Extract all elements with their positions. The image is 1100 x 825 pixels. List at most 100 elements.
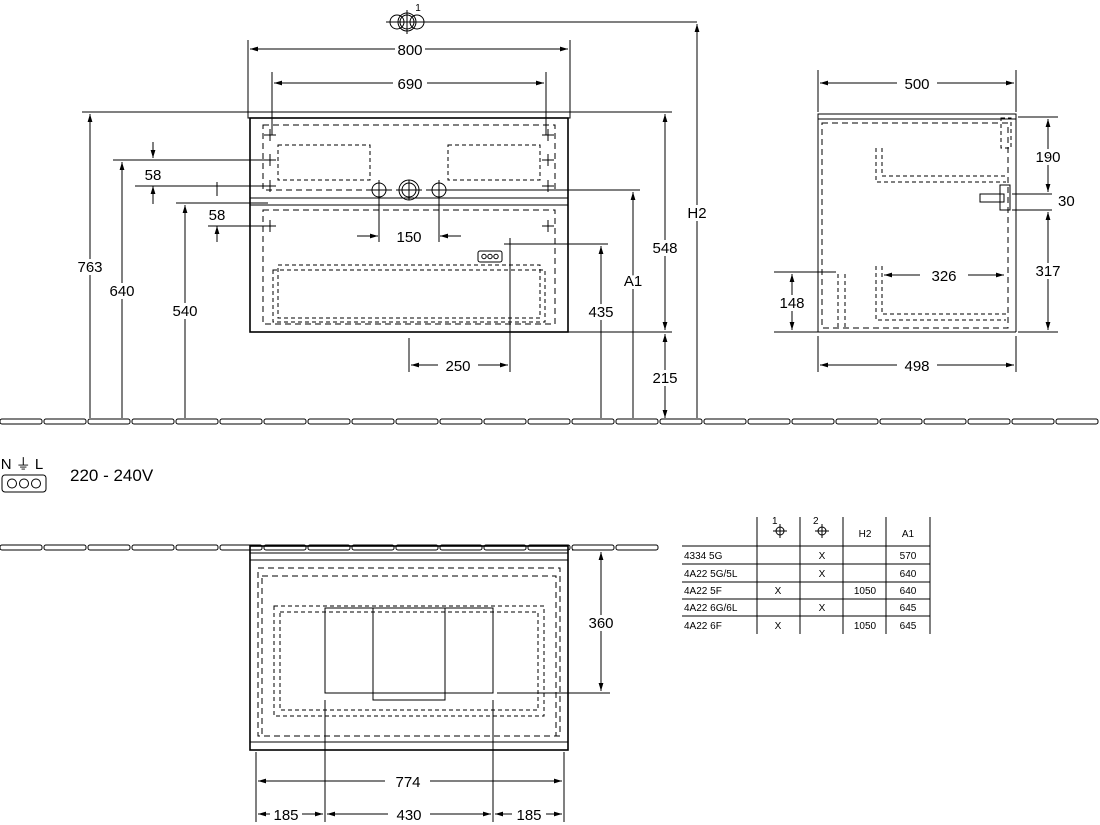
faucet-connection-icon bbox=[773, 524, 787, 538]
dim-offset-250: 250 bbox=[445, 358, 470, 375]
floor-tile bbox=[923, 418, 967, 425]
floor-tile bbox=[571, 544, 615, 551]
faucet-connection-icon bbox=[368, 179, 450, 201]
table-header-a1: A1 bbox=[902, 529, 915, 540]
svg-text:X: X bbox=[819, 551, 826, 562]
svg-text:4A22 6F: 4A22 6F bbox=[684, 621, 722, 632]
svg-text:X: X bbox=[819, 603, 826, 614]
table-row: 4A22 5F X 1050 640 bbox=[684, 586, 917, 597]
svg-text:640: 640 bbox=[900, 569, 917, 580]
dim-height-548: 548 bbox=[652, 240, 677, 257]
svg-text:X: X bbox=[819, 569, 826, 580]
electrical-socket-legend: N ⏚ L bbox=[1, 456, 47, 493]
svg-text:645: 645 bbox=[900, 621, 917, 632]
floor-tile bbox=[131, 418, 175, 425]
floor-tile bbox=[615, 418, 659, 425]
floor-tile bbox=[307, 418, 351, 425]
dim-width-800: 800 bbox=[397, 42, 422, 59]
dim-plan-185-left: 185 bbox=[273, 807, 298, 824]
dim-depth-190: 190 bbox=[1035, 149, 1060, 166]
floor-tile bbox=[439, 418, 483, 425]
table-header-1: 1 bbox=[772, 516, 778, 527]
voltage-label: 220 - 240V bbox=[70, 466, 154, 485]
dim-depth-500: 500 bbox=[904, 76, 929, 93]
svg-text:645: 645 bbox=[900, 603, 917, 614]
svg-text:1050: 1050 bbox=[854, 621, 877, 632]
dim-height-640: 640 bbox=[109, 283, 134, 300]
floor-tile bbox=[835, 418, 879, 425]
floor-tile bbox=[791, 418, 835, 425]
dim-depth-30: 30 bbox=[1058, 193, 1075, 210]
floor-tile bbox=[1055, 418, 1099, 425]
floor-tile bbox=[43, 544, 87, 551]
dim-height-763: 763 bbox=[77, 259, 102, 276]
dim-height-215: 215 bbox=[652, 370, 677, 387]
floor-tile bbox=[615, 544, 659, 551]
top-faucet-connection-icon bbox=[386, 10, 697, 34]
dim-plan-430: 430 bbox=[396, 807, 421, 824]
dim-depth-317: 317 bbox=[1035, 263, 1060, 280]
floor-tile bbox=[263, 418, 307, 425]
top-connection-number: 1 bbox=[415, 3, 421, 14]
svg-text:X: X bbox=[775, 586, 782, 597]
floor-tile bbox=[483, 418, 527, 425]
dim-plan-360: 360 bbox=[588, 615, 613, 632]
table-row: 4A22 5G/5L X 640 bbox=[684, 569, 917, 580]
svg-text:4A22 6G/6L: 4A22 6G/6L bbox=[684, 603, 738, 614]
svg-text:1050: 1050 bbox=[854, 586, 877, 597]
table-row: 4A22 6F X 1050 645 bbox=[684, 621, 917, 632]
table-header-2: 2 bbox=[813, 516, 819, 527]
floor-tile bbox=[967, 418, 1011, 425]
table-row: 4A22 6G/6L X 645 bbox=[684, 603, 917, 614]
floor-line-top bbox=[0, 418, 1099, 425]
svg-text:4A22 5F: 4A22 5F bbox=[684, 586, 722, 597]
svg-text:4A22 5G/5L: 4A22 5G/5L bbox=[684, 569, 738, 580]
floor-tile bbox=[0, 544, 43, 551]
floor-tile bbox=[747, 418, 791, 425]
table-row: 4334 5G X 570 bbox=[684, 551, 917, 562]
svg-text:X: X bbox=[775, 621, 782, 632]
dim-label-a1: A1 bbox=[624, 273, 642, 290]
power-socket-icon bbox=[1, 474, 47, 493]
floor-tile bbox=[175, 418, 219, 425]
svg-text:640: 640 bbox=[900, 586, 917, 597]
dim-height-435: 435 bbox=[588, 304, 613, 321]
front-view bbox=[247, 111, 571, 333]
faucet-connection-icon bbox=[815, 524, 829, 538]
floor-tile bbox=[0, 418, 43, 425]
dim-depth-148: 148 bbox=[779, 295, 804, 312]
floor-tile bbox=[87, 544, 131, 551]
dim-width-690: 690 bbox=[397, 76, 422, 93]
floor-tile bbox=[527, 418, 571, 425]
dim-height-540: 540 bbox=[172, 303, 197, 320]
dim-spacing-150: 150 bbox=[396, 229, 421, 246]
floor-tile bbox=[703, 418, 747, 425]
dim-offset-58-lower: 58 bbox=[209, 207, 226, 224]
floor-tile bbox=[1011, 418, 1055, 425]
floor-tile bbox=[659, 418, 703, 425]
floor-tile bbox=[571, 418, 615, 425]
floor-tile bbox=[351, 418, 395, 425]
dim-plan-185-right: 185 bbox=[516, 807, 541, 824]
plan-view bbox=[249, 545, 569, 751]
dim-plan-774: 774 bbox=[395, 774, 420, 791]
terminal-letters: N ⏚ L bbox=[1, 456, 44, 473]
power-socket-icon bbox=[477, 250, 503, 263]
svg-text:4334 5G: 4334 5G bbox=[684, 551, 723, 562]
side-view bbox=[817, 113, 1017, 333]
floor-tile bbox=[219, 418, 263, 425]
table-header-h2: H2 bbox=[859, 529, 872, 540]
dim-offset-58-upper: 58 bbox=[145, 167, 162, 184]
dim-depth-498: 498 bbox=[904, 358, 929, 375]
dim-depth-326: 326 bbox=[931, 268, 956, 285]
floor-tile bbox=[43, 418, 87, 425]
floor-tile bbox=[87, 418, 131, 425]
floor-tile bbox=[175, 544, 219, 551]
variant-table: 1 2 H2 A1 4334 5G X 570 4A22 5G/5L X 640 bbox=[682, 516, 931, 634]
floor-tile bbox=[879, 418, 923, 425]
floor-tile bbox=[395, 418, 439, 425]
dim-label-h2: H2 bbox=[687, 205, 706, 222]
floor-tile bbox=[131, 544, 175, 551]
svg-text:570: 570 bbox=[900, 551, 917, 562]
